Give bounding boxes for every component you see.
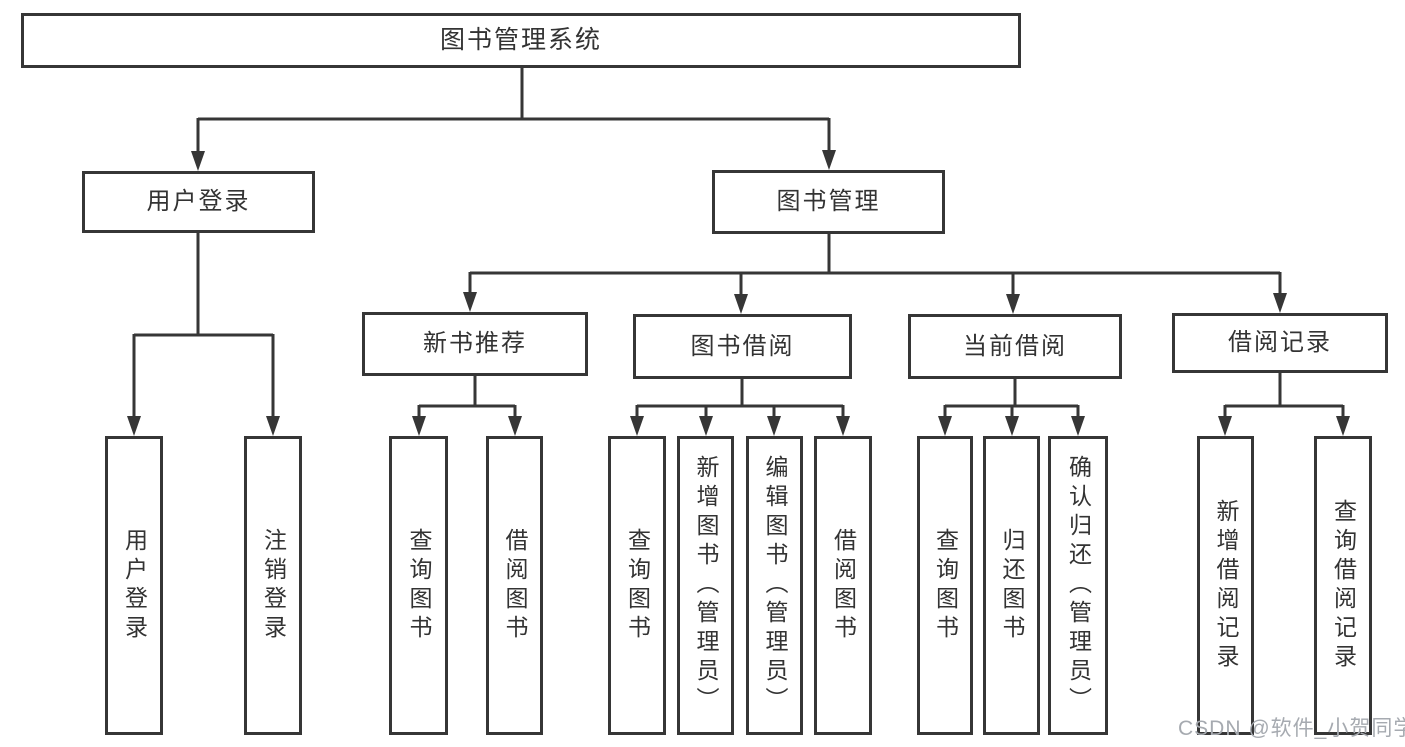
arrow-down-icon <box>1336 416 1350 436</box>
node-leaf-borrow-edit-label: 编辑图书（管理员） <box>762 455 788 716</box>
node-book-mgmt: 图书管理 <box>712 170 945 234</box>
node-leaf-current-query-label: 查询图书 <box>932 527 959 644</box>
node-leaf-borrow-book: 借阅图书 <box>814 436 872 735</box>
node-leaf-newbook-query: 查询图书 <box>389 436 448 735</box>
node-leaf-borrow-query: 查询图书 <box>608 436 666 735</box>
arrow-down-icon <box>412 416 426 436</box>
connector-book-mgmt <box>468 234 1282 298</box>
node-leaf-current-confirm: 确认归还（管理员） <box>1048 436 1108 735</box>
connector-borrow <box>635 379 845 421</box>
node-leaf-record-query-label: 查询借阅记录 <box>1330 498 1357 673</box>
connector-current <box>943 379 1080 421</box>
node-leaf-borrow-add: 新增图书（管理员） <box>677 436 734 735</box>
arrow-down-icon <box>266 416 280 436</box>
node-leaf-newbook-borrow: 借阅图书 <box>486 436 543 735</box>
node-book-mgmt-label: 图书管理 <box>776 188 881 215</box>
node-leaf-record-add-label: 新增借阅记录 <box>1213 498 1239 673</box>
arrow-down-icon <box>630 416 644 436</box>
node-root-label: 图书管理系统 <box>439 26 602 54</box>
node-borrow-records: 借阅记录 <box>1172 313 1388 373</box>
arrow-down-icon <box>463 292 477 312</box>
arrow-down-icon <box>938 416 952 436</box>
arrow-down-icon <box>767 416 781 436</box>
node-leaf-current-confirm-label: 确认归还（管理员） <box>1065 455 1092 716</box>
node-current-borrow-label: 当前借阅 <box>963 332 1067 360</box>
arrow-down-icon <box>1005 416 1019 436</box>
node-leaf-record-add: 新增借阅记录 <box>1197 436 1254 735</box>
arrow-down-icon <box>822 150 836 170</box>
node-leaf-newbook-query-label: 查询图书 <box>406 527 432 644</box>
arrow-down-icon <box>1071 416 1085 436</box>
connector-records <box>1223 373 1345 421</box>
node-root: 图书管理系统 <box>21 13 1021 68</box>
arrow-down-icon <box>508 416 522 436</box>
node-leaf-borrow-edit: 编辑图书（管理员） <box>746 436 803 735</box>
node-book-borrow-label: 图书借阅 <box>690 332 795 360</box>
node-leaf-newbook-borrow-label: 借阅图书 <box>502 527 528 644</box>
connector-user-login <box>132 233 275 421</box>
node-book-borrow: 图书借阅 <box>633 314 852 379</box>
arrow-down-icon <box>1006 294 1020 314</box>
node-leaf-user-login: 用户登录 <box>105 436 163 735</box>
node-leaf-current-return-label: 归还图书 <box>999 527 1025 644</box>
arrow-down-icon <box>734 294 748 314</box>
node-user-login: 用户登录 <box>82 171 315 233</box>
node-leaf-logout-label: 注销登录 <box>260 527 287 644</box>
arrow-down-icon <box>191 151 205 171</box>
node-borrow-records-label: 借阅记录 <box>1228 329 1332 356</box>
node-leaf-record-query: 查询借阅记录 <box>1314 436 1372 735</box>
connector-root <box>196 68 831 156</box>
node-leaf-borrow-add-label: 新增图书（管理员） <box>693 455 719 716</box>
node-leaf-borrow-query-label: 查询图书 <box>624 527 651 644</box>
node-newbook-rec: 新书推荐 <box>362 312 588 376</box>
arrow-down-icon <box>699 416 713 436</box>
node-leaf-borrow-book-label: 借阅图书 <box>830 527 857 644</box>
node-user-login-label: 用户登录 <box>146 188 251 215</box>
arrow-down-icon <box>1218 416 1232 436</box>
node-leaf-current-return: 归还图书 <box>983 436 1040 735</box>
watermark: CSDN @软件_小贺同学 <box>1178 717 1405 740</box>
node-leaf-logout: 注销登录 <box>244 436 302 735</box>
node-current-borrow: 当前借阅 <box>908 314 1122 379</box>
arrow-down-icon <box>836 416 850 436</box>
connector-newbook <box>417 376 517 421</box>
arrow-down-icon <box>1273 293 1287 313</box>
node-leaf-current-query: 查询图书 <box>917 436 973 735</box>
node-leaf-user-login-label: 用户登录 <box>121 527 148 644</box>
arrow-down-icon <box>127 416 141 436</box>
node-newbook-rec-label: 新书推荐 <box>423 330 527 357</box>
